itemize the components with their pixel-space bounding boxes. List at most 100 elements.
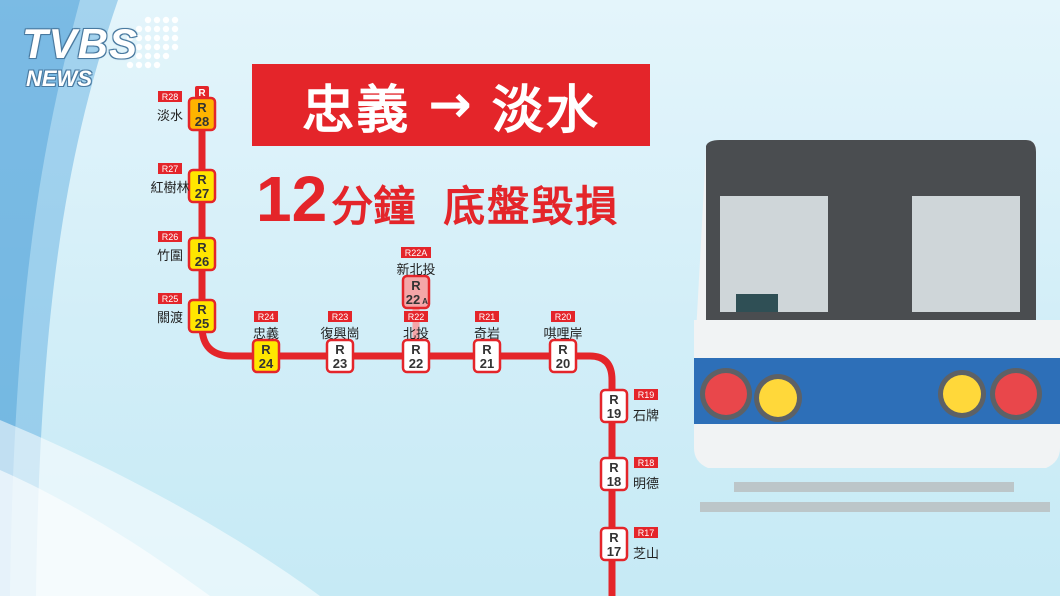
logo-dot — [144, 52, 152, 60]
station-badge — [472, 338, 502, 374]
logo-dot — [135, 61, 143, 69]
logo-dot — [162, 16, 170, 24]
logo-dot — [135, 34, 143, 42]
station-badge — [325, 338, 355, 374]
station-name: 唭哩岸 — [543, 327, 582, 342]
logo-dot — [144, 43, 152, 51]
station-code-box — [158, 293, 182, 304]
station-number: 24 — [259, 356, 274, 371]
logo-dot — [126, 61, 134, 69]
logo-dot — [144, 34, 152, 42]
logo-main-text: TVBS — [22, 20, 139, 67]
station-line-letter: R — [609, 392, 619, 407]
logo-dot — [144, 16, 152, 24]
station-name: 忠義 — [253, 326, 279, 342]
line-top-tag-box — [195, 86, 209, 98]
station-code-box — [634, 457, 658, 468]
station-line-letter: R — [197, 172, 207, 187]
logo-dot — [162, 52, 170, 60]
station-code: R27 — [162, 164, 179, 174]
station-code: R24 — [258, 312, 275, 322]
minutes-number: 12 — [256, 163, 328, 235]
logo-dot — [135, 43, 143, 51]
station-number: 17 — [607, 544, 621, 559]
logo-dot — [162, 34, 170, 42]
station-code: R25 — [162, 294, 179, 304]
logo-dot — [126, 43, 134, 51]
station-code: R22 — [408, 312, 425, 322]
station-code-box — [328, 311, 352, 322]
station-number: 18 — [607, 474, 621, 489]
station-code: R23 — [332, 312, 349, 322]
logo-dot — [135, 52, 143, 60]
station-number: 22 — [409, 356, 423, 371]
station-line-letter: R — [197, 302, 207, 317]
logo-dot — [171, 43, 179, 51]
station-name: 奇岩 — [474, 326, 500, 342]
damage-text: 底盤毀損 — [443, 182, 620, 231]
station-line-letter: R — [261, 342, 271, 357]
tvbs-news-logo: TVBS NEWS — [16, 14, 179, 98]
station-code-box — [404, 311, 428, 322]
station-code-box — [158, 91, 182, 102]
station-code-box — [401, 247, 431, 258]
logo-dot — [153, 52, 161, 60]
station-number: 28 — [195, 114, 209, 129]
station-code: R17 — [638, 528, 655, 538]
station-number: 26 — [195, 254, 209, 269]
station-code: R20 — [555, 312, 572, 322]
station-badge — [401, 274, 431, 310]
station-name: 淡水 — [157, 109, 183, 124]
station-code-box — [158, 231, 182, 242]
logo-dot — [126, 34, 134, 42]
station-number: 20 — [556, 356, 570, 371]
station-badge — [401, 338, 431, 374]
logo-dot — [162, 25, 170, 33]
station-badge — [251, 338, 281, 374]
logo-sub-text: NEWS — [26, 66, 92, 91]
station-code-box — [551, 311, 575, 322]
station-name: 石牌 — [633, 408, 659, 424]
minutes-unit: 分鐘 — [331, 182, 416, 231]
station-code-box — [634, 389, 658, 400]
station-name: 紅樹林 — [150, 181, 189, 196]
station-badge — [187, 168, 217, 204]
headline-banner: 忠義 → 淡水 — [252, 64, 650, 146]
station-code: R19 — [638, 390, 655, 400]
headline-to: 淡水 — [491, 80, 600, 141]
station-code-box — [158, 163, 182, 174]
station-badge — [548, 338, 578, 374]
arrow-right-icon: → — [428, 75, 474, 135]
station-line-letter: R — [609, 530, 619, 545]
station-badge — [187, 96, 217, 132]
station-line-letter: R — [482, 342, 492, 357]
station-code: R22A — [405, 248, 428, 258]
station-code: R18 — [638, 458, 655, 468]
station-line-letter: R — [411, 342, 421, 357]
station-name: 竹圍 — [157, 249, 183, 264]
station-suffix: A — [422, 297, 428, 306]
station-code: R26 — [162, 232, 179, 242]
logo-dot — [153, 34, 161, 42]
logo-dot — [162, 43, 170, 51]
station-code-box — [475, 311, 499, 322]
station-name: 關渡 — [157, 310, 183, 326]
station-number: 23 — [333, 356, 347, 371]
station-code: R21 — [479, 312, 496, 322]
logo-dot — [153, 16, 161, 24]
